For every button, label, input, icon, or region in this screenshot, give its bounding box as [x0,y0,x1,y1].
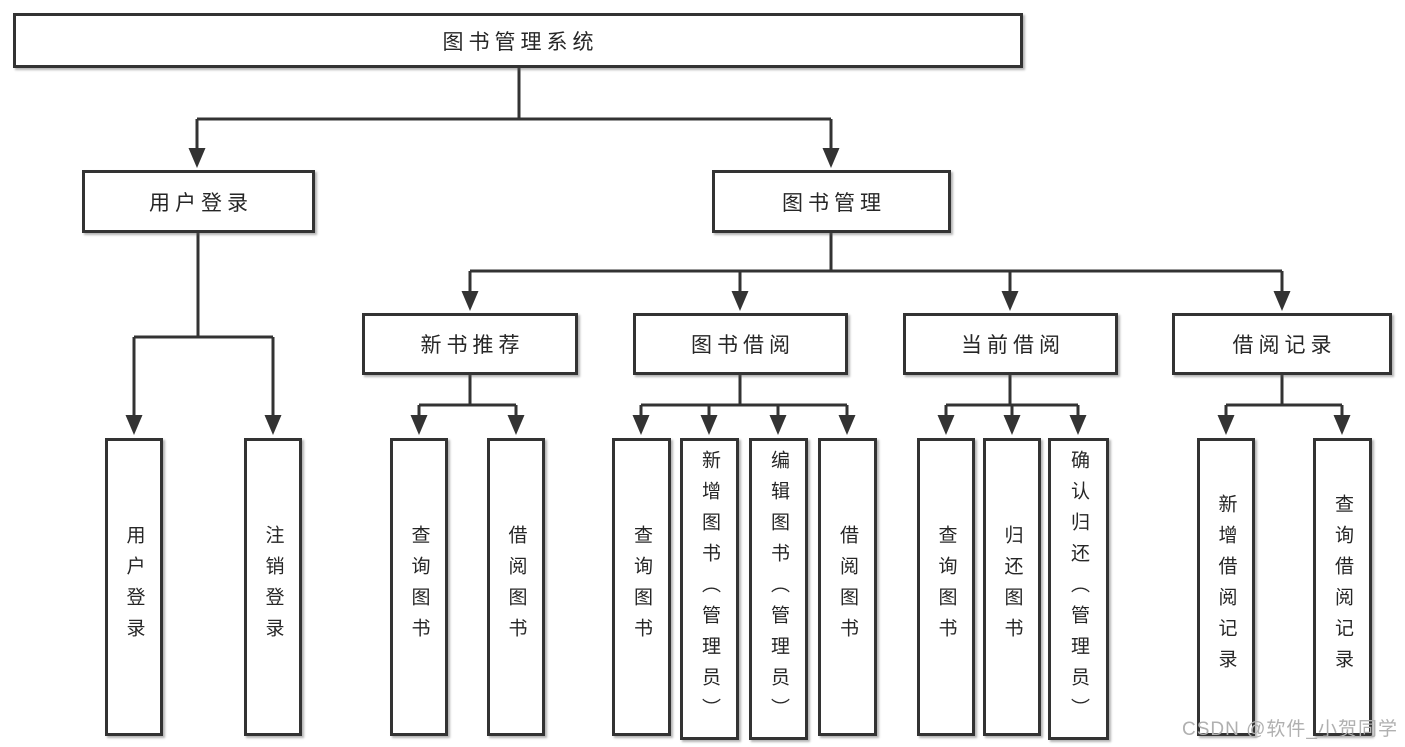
node-book-management: 图书管理 [712,170,951,233]
leaf-borrow-borrow-books-label: 借阅图书 [837,525,858,649]
leaf-recommend-query-books-label: 查询图书 [408,525,430,649]
leaf-borrow-edit-books-label: 编辑图书（管理员） [768,449,789,729]
node-root: 图书管理系统 [13,13,1023,68]
node-book-borrow: 图书借阅 [633,313,848,375]
leaf-borrow-query-books: 查询图书 [612,438,671,736]
node-book-management-label: 图书管理 [782,191,886,215]
csdn-watermark: CSDN @软件_小贺同学 [1182,719,1398,740]
leaf-recommend-borrow-books: 借阅图书 [487,438,545,736]
leaf-borrow-add-books: 新增图书（管理员） [680,438,739,740]
leaf-user-login-label: 用户登录 [123,525,145,649]
leaf-current-confirm-return: 确认归还（管理员） [1048,438,1109,740]
node-new-book-recommend: 新书推荐 [362,313,578,375]
leaf-borrow-edit-books: 编辑图书（管理员） [749,438,808,740]
leaf-current-query-books: 查询图书 [917,438,975,736]
leaf-borrow-add-books-label: 新增图书（管理员） [699,449,720,729]
node-root-label: 图书管理系统 [442,30,599,54]
node-book-borrow-label: 图书借阅 [691,334,795,357]
node-user-login: 用户登录 [82,170,315,233]
leaf-records-query-label: 查询借阅记录 [1332,494,1353,680]
leaf-user-login: 用户登录 [105,438,163,736]
leaf-recommend-query-books: 查询图书 [390,438,448,736]
leaf-recommend-borrow-books-label: 借阅图书 [505,525,527,649]
node-borrow-records-label: 借阅记录 [1232,334,1337,357]
leaf-current-return-books-label: 归还图书 [1001,525,1023,649]
leaf-records-add: 新增借阅记录 [1197,438,1255,736]
node-new-book-recommend-label: 新书推荐 [420,334,525,357]
node-current-borrow: 当前借阅 [903,313,1118,375]
leaf-current-return-books: 归还图书 [983,438,1041,736]
leaf-logout-label: 注销登录 [262,525,284,649]
leaf-records-add-label: 新增借阅记录 [1215,494,1237,680]
leaf-borrow-borrow-books: 借阅图书 [818,438,877,736]
node-user-login-label: 用户登录 [149,191,253,215]
leaf-logout: 注销登录 [244,438,302,736]
leaf-records-query: 查询借阅记录 [1313,438,1372,736]
leaf-borrow-query-books-label: 查询图书 [631,525,652,649]
leaf-current-query-books-label: 查询图书 [935,525,957,649]
node-current-borrow-label: 当前借阅 [961,334,1065,357]
leaf-current-confirm-return-label: 确认归还（管理员） [1068,449,1089,729]
node-borrow-records: 借阅记录 [1172,313,1392,375]
